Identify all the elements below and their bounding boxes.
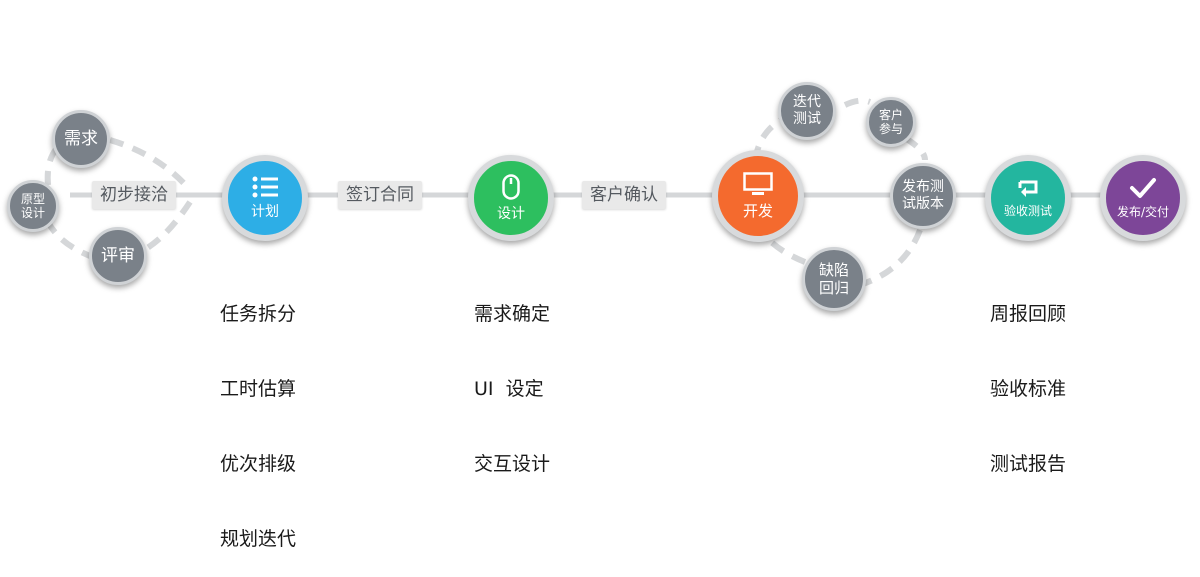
loop-arc-right-top <box>109 137 193 192</box>
design-notes: 需求确定 UI 设定 交互设计 <box>474 252 550 502</box>
loop-arc-right-bottom <box>138 200 193 255</box>
loop-arc-customer <box>843 97 872 108</box>
plan-note: 规划迭代 <box>220 528 297 550</box>
node-defect-return[interactable]: 缺陷 回归 <box>802 247 866 311</box>
node-release-delivery-label: 发布/交付 <box>1116 204 1170 219</box>
acceptance-notes: 周报回顾 验收标准 测试报告 <box>990 252 1066 502</box>
node-customer-participation[interactable]: 客户 参与 <box>866 97 916 147</box>
monitor-icon <box>743 172 773 195</box>
node-acceptance-test-label: 验收测试 <box>1003 203 1052 218</box>
node-prototype-design-label: 原型 设计 <box>20 191 45 220</box>
node-acceptance-test[interactable]: 验收测试 <box>985 155 1071 241</box>
acceptance-note: 周报回顾 <box>990 303 1067 325</box>
node-develop-label: 开发 <box>742 202 773 220</box>
plan-note: 任务拆分 <box>220 303 297 325</box>
node-review-label: 评审 <box>101 245 135 266</box>
acceptance-note: 测试报告 <box>990 453 1067 475</box>
loop-arc-bottom <box>45 220 97 261</box>
node-iteration-test[interactable]: 迭代 测试 <box>778 82 836 140</box>
node-plan-label: 计划 <box>251 203 279 220</box>
mouse-icon <box>502 173 520 200</box>
node-release-delivery[interactable]: 发布/交付 <box>1100 155 1186 241</box>
list-icon <box>252 176 278 198</box>
node-requirement[interactable]: 需求 <box>52 110 110 168</box>
node-iteration-test-label: 迭代 测试 <box>793 94 821 127</box>
plan-note: 优次排级 <box>220 453 297 475</box>
design-note: UI 设定 <box>474 378 544 400</box>
node-review[interactable]: 评审 <box>89 227 147 285</box>
node-customer-participation-label: 客户 参与 <box>878 107 903 136</box>
design-note: 交互设计 <box>474 453 551 475</box>
tag-customer-confirm: 客户确认 <box>582 181 666 209</box>
design-note: 需求确定 <box>474 303 551 325</box>
node-release-test-version[interactable]: 发布测 试版本 <box>890 163 956 229</box>
loop-arc-release <box>903 135 928 161</box>
node-design[interactable]: 设计 <box>468 155 554 241</box>
node-prototype-design[interactable]: 原型 设计 <box>7 180 59 232</box>
plan-note: 工时估算 <box>220 378 297 400</box>
node-design-label: 设计 <box>497 205 525 222</box>
node-release-test-version-label: 发布测 试版本 <box>902 179 944 212</box>
node-requirement-label: 需求 <box>64 128 98 149</box>
repeat-icon <box>1018 180 1038 197</box>
tag-sign-contract: 签订合同 <box>338 181 422 209</box>
tag-initial-contact: 初步接洽 <box>92 181 176 209</box>
plan-notes: 任务拆分 工时估算 优次排级 规划迭代 <box>220 252 296 577</box>
node-develop[interactable]: 开发 <box>712 150 804 242</box>
loop-arc-defect-right <box>859 228 923 288</box>
node-plan[interactable]: 计划 <box>222 155 308 241</box>
acceptance-note: 验收标准 <box>990 378 1067 400</box>
checkmark-icon <box>1130 177 1156 198</box>
node-defect-return-label: 缺陷 回归 <box>818 261 849 297</box>
